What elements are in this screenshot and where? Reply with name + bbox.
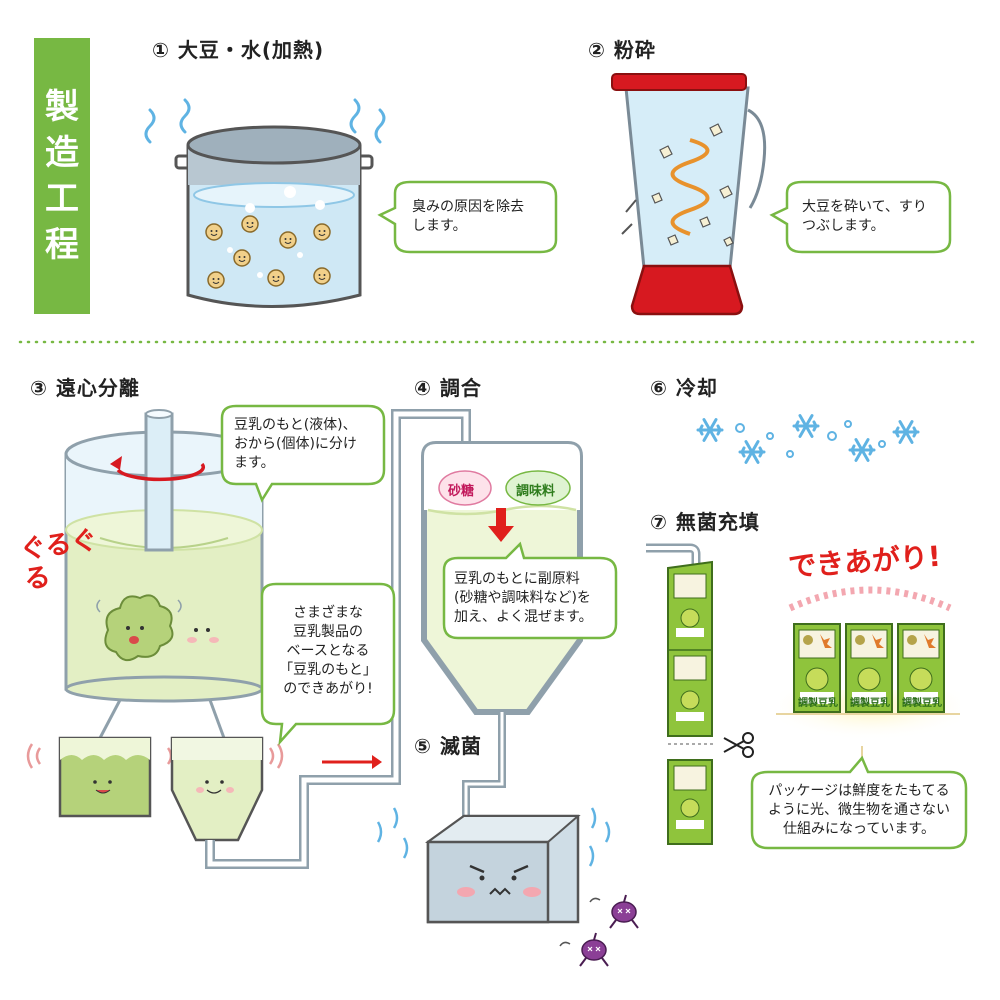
note-line: おから(個体)に分け (234, 436, 357, 452)
step-3-label: ③ 遠心分離 (30, 376, 140, 400)
snowflake-icon (696, 418, 724, 442)
package-label: 調製豆乳 (798, 698, 838, 709)
note-line: のできあがり! (283, 681, 373, 697)
seasoning-tag: 調味料 (516, 484, 556, 499)
package-label: 調製豆乳 (850, 698, 890, 709)
title-char-2: 造 (45, 133, 79, 173)
sugar-tag: 砂糖 (448, 484, 475, 499)
note-line: ベースとなる (286, 643, 370, 659)
pot-illustration (144, 98, 386, 308)
package-label: 調製豆乳 (902, 698, 942, 709)
soybean-icon (205, 223, 223, 241)
speech-bubble-s2 (769, 180, 952, 254)
note-line: 加え、よく混ぜます。 (454, 609, 593, 625)
step-7-label: ⑦ 無菌充填 (650, 510, 760, 534)
note-line: 豆乳のもと(液体)、 (234, 417, 357, 433)
step-2-label: ② 粉砕 (588, 38, 656, 62)
note-line: ます。 (234, 455, 275, 471)
note-line: ように光、微生物を通さない (768, 802, 950, 818)
title-char-4: 程 (45, 225, 79, 265)
blender-illustration (611, 73, 767, 316)
centrifuge-illustration (26, 409, 284, 842)
speech-bubble-s7 (750, 755, 968, 850)
note-line: 大豆を砕いて、すり (802, 199, 927, 215)
note-line: 仕組みになっています。 (783, 821, 935, 837)
scissors-icon (723, 732, 754, 758)
speech-bubble-s1 (377, 180, 558, 254)
note-line: します。 (412, 218, 467, 234)
title-char-3: 工 (45, 179, 79, 219)
step-3-note-b: さまざまな 豆乳製品の ベースとなる 「豆乳のもと」 のできあがり! (272, 604, 384, 699)
note-line: パッケージは鮮度をたもてる (768, 783, 950, 799)
sterilizer-illustration (376, 754, 639, 967)
step-5-label: ⑤ 滅菌 (414, 734, 482, 758)
note-line: つぶします。 (802, 218, 885, 234)
note-line: さまざまな (293, 605, 363, 621)
step-7-note: パッケージは鮮度をたもてる ように光、微生物を通さない 仕組みになっています。 (766, 782, 952, 839)
step-1-note: 臭みの原因を除去 します。 (412, 198, 524, 236)
note-line: 臭みの原因を除去 (412, 199, 524, 215)
speech-bubble-s3b (260, 582, 396, 746)
filling-illustration (646, 543, 754, 845)
snowflake-cluster (696, 414, 920, 464)
note-line: (砂糖や調味料など)を (454, 590, 591, 606)
step-4-label: ④ 調合 (414, 376, 482, 400)
step-6-label: ⑥ 冷却 (650, 376, 718, 400)
step-2-note: 大豆を砕いて、すり つぶします。 (802, 198, 927, 236)
spin-text: ぐるぐる (18, 525, 100, 596)
step-4-note: 豆乳のもとに副原料 (砂糖や調味料など)を 加え、よく混ぜます。 (454, 570, 593, 627)
speech-bubble-s4 (442, 541, 618, 640)
process-title-block: 製 造 工 程 (34, 38, 90, 314)
germ-icon (609, 894, 639, 929)
step-3-note-a: 豆乳のもと(液体)、 おから(個体)に分け ます。 (234, 416, 357, 473)
note-line: 豆乳製品の (293, 624, 363, 640)
speech-bubble-s3a (220, 404, 386, 503)
done-arc (788, 586, 952, 612)
flow-arrow (322, 755, 382, 769)
note-line: 「豆乳のもと」 (279, 662, 377, 678)
step-1-label: ① 大豆・水(加熱) (152, 38, 325, 62)
note-line: 豆乳のもとに副原料 (454, 571, 580, 587)
title-char-1: 製 (45, 87, 79, 127)
